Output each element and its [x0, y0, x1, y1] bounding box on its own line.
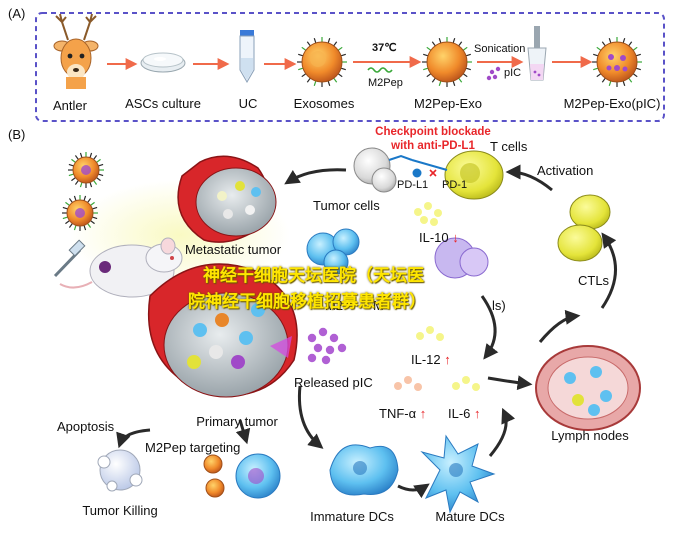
step-m2pep-exo-label: M2Pep-Exo: [414, 96, 482, 111]
il12-dots: [416, 326, 444, 341]
exosome-icon: [297, 37, 347, 87]
il6-dots: [452, 376, 480, 391]
checkpoint-label-line2: with anti-PD-L1: [391, 140, 475, 152]
checkpoint-connector: [388, 154, 448, 178]
step-ascs-label: ASCs culture: [125, 96, 201, 111]
panel-a-tag: (A): [8, 6, 26, 21]
metastatic-tumor-icon: [177, 155, 277, 243]
tumor-killing-icon: [97, 449, 143, 492]
m2-partial-label: M2: [325, 298, 344, 313]
m2pep-label: M2Pep: [368, 77, 403, 89]
panel-a-arrows: [107, 56, 593, 70]
ctls-label: CTLs: [578, 273, 610, 288]
exo-particle-icon: [68, 152, 104, 188]
pd-1-label: PD-1: [442, 179, 468, 191]
watermark-line1: 神经干细胞天坛医院（天坛医: [203, 266, 424, 286]
exo-particle-icon: [62, 195, 98, 231]
m1-macrophage-icon: [434, 237, 489, 279]
m2-macrophage-icon: [306, 228, 360, 275]
t-cell-icon: [444, 150, 504, 200]
mouse-icon: [59, 237, 183, 298]
tumor-cells-icon: [353, 147, 397, 193]
panel-b-tag: (B): [8, 127, 26, 142]
sonication-probe-icon: [527, 26, 547, 81]
panel-a-border: [35, 12, 665, 122]
step-antler-label: Antler: [53, 98, 87, 113]
t-cells-label: T cells: [490, 139, 528, 154]
syringe-icon: [53, 239, 86, 278]
mature-dc-icon: [420, 434, 496, 514]
mature-dcs-label: Mature DCs: [435, 509, 505, 524]
immature-dcs-label: Immature DCs: [310, 509, 394, 524]
tumor-killing-label: Tumor Killing: [82, 503, 158, 518]
m2pep-exo-pic-icon: [592, 37, 642, 87]
pd-l1-label: PD-L1: [397, 179, 429, 191]
ctl-cells-icon: [557, 194, 611, 262]
released-pic-dots: [307, 327, 347, 365]
sonication-label: Sonication: [474, 43, 526, 55]
metastatic-tumor-label: Metastatic tumor: [184, 242, 282, 257]
immature-dc-icon: [329, 444, 399, 496]
activation-label: Activation: [537, 163, 594, 178]
ls-partial-label: ls): [492, 298, 506, 313]
petri-dish-icon: [140, 52, 186, 73]
step-exosomes-label: Exosomes: [293, 96, 355, 111]
il6-label: IL-6 ↑: [448, 406, 481, 421]
m2pep-exo-icon: [422, 37, 472, 87]
watermark-line2: 院神经干细胞移植招募患者群）: [188, 292, 426, 312]
tnf-label: TNF-α ↑: [379, 406, 427, 421]
m2pep-targeting-icon: [203, 453, 281, 499]
pic-dots-icon: [486, 66, 501, 81]
primary-tumor-icon: [147, 263, 298, 398]
checkpoint-label-line1: Checkpoint blockade: [375, 126, 491, 138]
centrifuge-tube-icon: [239, 30, 255, 83]
temperature-label: 37℃: [372, 42, 397, 54]
il10-label: IL-10 ↓: [419, 230, 459, 245]
primary-tumor-label: Primary tumor: [196, 414, 278, 429]
tnf-dots: [394, 376, 422, 391]
released-pic-label: Released pIC: [294, 375, 373, 390]
m-partial-label: M: [373, 298, 384, 313]
il12-label: IL-12 ↑: [411, 352, 451, 367]
m2pep-targeting-label: M2Pep targeting: [145, 440, 241, 455]
lymph-node-icon: [535, 345, 641, 431]
deer-icon: [53, 13, 99, 89]
m2pep-peptide-icon: [367, 67, 393, 73]
panel-b-arrows: [116, 164, 617, 499]
il10-dots: [414, 202, 442, 226]
step-m2pep-exo-pic-label: M2Pep-Exo(pIC): [563, 96, 661, 111]
lymph-nodes-label: Lymph nodes: [551, 428, 629, 443]
step-uc-label: UC: [238, 96, 258, 111]
apoptosis-label: Apoptosis: [57, 419, 115, 434]
tumor-cells-label: Tumor cells: [313, 198, 380, 213]
pic-label: pIC: [504, 67, 522, 79]
